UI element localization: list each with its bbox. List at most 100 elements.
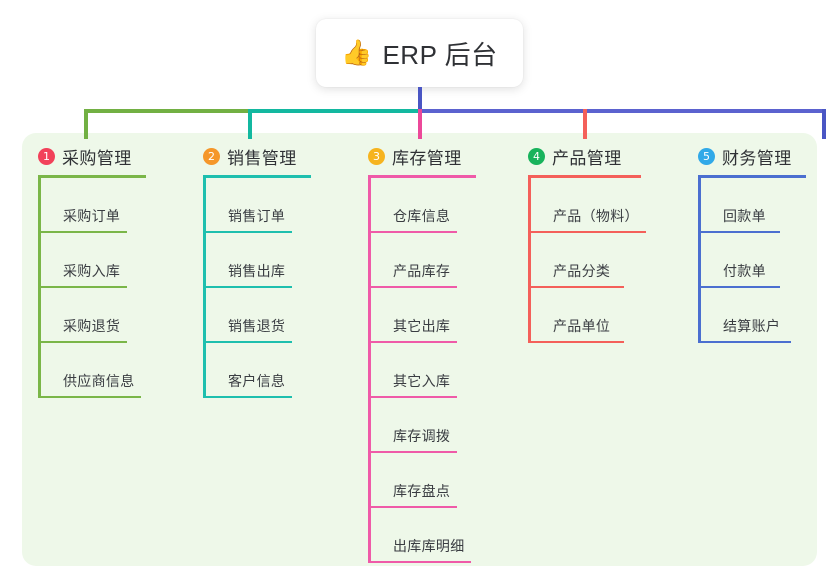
leaf-node[interactable]: 采购订单	[41, 178, 146, 233]
leaf-node-label: 仓库信息	[393, 208, 451, 224]
leaf-node-underline	[41, 341, 127, 343]
branch-number-badge: 2	[203, 147, 220, 165]
diagram-background-panel	[22, 133, 817, 566]
leaf-node-label: 付款单	[723, 263, 766, 279]
leaf-node-underline	[701, 341, 791, 343]
branch-header-1[interactable]: 1 采购管理	[38, 143, 146, 169]
leaf-node[interactable]: 其它入库	[371, 343, 476, 398]
leaf-node[interactable]: 销售退货	[206, 288, 311, 343]
leaf-node-underline	[531, 341, 624, 343]
leaf-node[interactable]: 其它出库	[371, 288, 476, 343]
leaf-node[interactable]: 库存盘点	[371, 453, 476, 508]
leaf-node[interactable]: 出库库明细	[371, 508, 476, 563]
leaf-node[interactable]: 产品库存	[371, 233, 476, 288]
leaf-node-label: 产品分类	[553, 263, 611, 279]
branch-title: 库存管理	[392, 148, 462, 168]
leaf-node-underline	[531, 286, 624, 288]
leaf-node-label: 产品库存	[393, 263, 451, 279]
branch-items: 销售订单销售出库销售退货客户信息	[203, 178, 311, 398]
leaf-node-underline	[206, 396, 292, 398]
leaf-node[interactable]: 付款单	[701, 233, 806, 288]
leaf-node[interactable]: 采购入库	[41, 233, 146, 288]
branch-spine-connector	[698, 178, 701, 343]
branch-items: 回款单付款单结算账户	[698, 178, 806, 343]
root-node-card[interactable]: 👍 ERP 后台	[316, 19, 523, 87]
leaf-node-underline	[41, 286, 127, 288]
drop-connector-1	[84, 109, 88, 139]
branch-column-2: 2 销售管理销售订单销售出库销售退货客户信息	[203, 143, 311, 398]
leaf-node-label: 销售出库	[228, 263, 286, 279]
bus-connector-blue	[418, 109, 826, 113]
leaf-node-underline	[371, 341, 457, 343]
leaf-node[interactable]: 供应商信息	[41, 343, 146, 398]
leaf-node-label: 回款单	[723, 208, 766, 224]
leaf-node-label: 采购入库	[63, 263, 121, 279]
leaf-node[interactable]: 销售出库	[206, 233, 311, 288]
drop-connector-4	[583, 109, 587, 139]
leaf-node-underline	[206, 231, 292, 233]
branch-items: 仓库信息产品库存其它出库其它入库库存调拨库存盘点出库库明细	[368, 178, 476, 563]
leaf-node-label: 其它出库	[393, 318, 451, 334]
branch-items: 采购订单采购入库采购退货供应商信息	[38, 178, 146, 398]
branch-number-badge: 1	[38, 147, 55, 165]
branch-header-5[interactable]: 5 财务管理	[698, 143, 806, 169]
branch-column-1: 1 采购管理采购订单采购入库采购退货供应商信息	[38, 143, 146, 398]
leaf-node-underline	[206, 286, 292, 288]
leaf-node-underline	[41, 231, 127, 233]
leaf-node-underline	[531, 231, 646, 233]
leaf-node[interactable]: 库存调拨	[371, 398, 476, 453]
branch-title: 采购管理	[62, 148, 132, 168]
leaf-node[interactable]: 销售订单	[206, 178, 311, 233]
leaf-node-underline	[701, 286, 780, 288]
branch-header-underline	[368, 175, 476, 178]
leaf-node[interactable]: 仓库信息	[371, 178, 476, 233]
leaf-node[interactable]: 产品分类	[531, 233, 641, 288]
leaf-node-label: 库存调拨	[393, 428, 451, 444]
root-stem-connector	[418, 87, 422, 111]
leaf-node[interactable]: 产品单位	[531, 288, 641, 343]
branch-title: 产品管理	[552, 148, 622, 168]
branch-header-underline	[203, 175, 311, 178]
branch-spine-connector	[528, 178, 531, 343]
root-node-title: ERP 后台	[382, 39, 498, 70]
bus-connector-green	[84, 109, 336, 113]
drop-connector-3	[418, 109, 422, 139]
branch-header-4[interactable]: 4 产品管理	[528, 143, 641, 169]
branch-spine-connector	[368, 178, 371, 563]
leaf-node-label: 结算账户	[723, 318, 781, 334]
leaf-node-label: 销售订单	[228, 208, 286, 224]
leaf-node-label: 供应商信息	[63, 373, 135, 389]
branch-number-badge: 3	[368, 147, 385, 165]
bus-connector-teal	[248, 109, 420, 113]
branch-column-3: 3 库存管理仓库信息产品库存其它出库其它入库库存调拨库存盘点出库库明细	[368, 143, 476, 563]
leaf-node[interactable]: 采购退货	[41, 288, 146, 343]
leaf-node[interactable]: 产品（物料）	[531, 178, 646, 233]
leaf-node-underline	[371, 231, 457, 233]
leaf-node-underline	[371, 506, 457, 508]
leaf-node-underline	[371, 286, 457, 288]
leaf-node-label: 采购退货	[63, 318, 121, 334]
leaf-node-label: 产品单位	[553, 318, 611, 334]
leaf-node-label: 销售退货	[228, 318, 286, 334]
branch-number-badge: 5	[698, 147, 715, 165]
branch-header-3[interactable]: 3 库存管理	[368, 143, 476, 169]
branch-number-badge: 4	[528, 147, 545, 165]
leaf-node-label: 采购订单	[63, 208, 121, 224]
leaf-node-underline	[371, 451, 457, 453]
branch-spine-connector	[203, 178, 206, 398]
leaf-node[interactable]: 客户信息	[206, 343, 311, 398]
branch-title: 财务管理	[722, 148, 792, 168]
branch-header-2[interactable]: 2 销售管理	[203, 143, 311, 169]
branch-title: 销售管理	[227, 148, 297, 168]
leaf-node[interactable]: 回款单	[701, 178, 806, 233]
leaf-node-underline	[371, 396, 457, 398]
leaf-node-underline	[41, 396, 141, 398]
leaf-node-label: 其它入库	[393, 373, 451, 389]
branch-header-underline	[528, 175, 641, 178]
leaf-node[interactable]: 结算账户	[701, 288, 806, 343]
branch-spine-connector	[38, 178, 41, 398]
leaf-node-underline	[371, 561, 471, 563]
leaf-node-label: 出库库明细	[393, 538, 465, 554]
branch-header-underline	[38, 175, 146, 178]
